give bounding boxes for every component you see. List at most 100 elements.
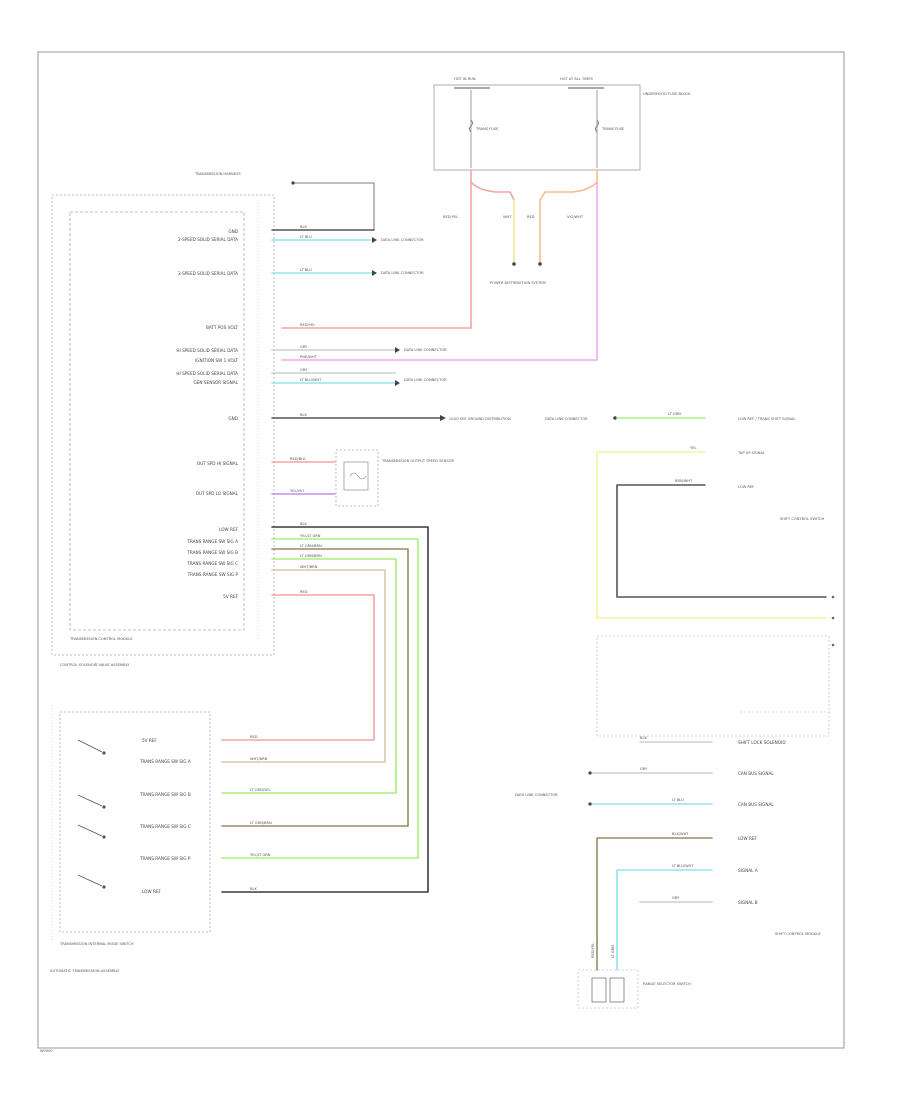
speed-sensor-label: TRANSMISSION OUTPUT SPEED SENSOR [381, 459, 454, 463]
tcm-pin-2: 3-SPEED SOLID SERIAL DATA [178, 271, 238, 276]
wire-red-yel: RED/YEL [443, 215, 458, 219]
right-data-conn-lower: DATA LINK CONNECTOR [515, 793, 558, 797]
tcm-pin-labels: GND 2-SPEED SOLID SERIAL DATA 3-SPEED SO… [176, 229, 238, 599]
wire-wht: WHT [503, 215, 512, 219]
right-pin-2-label: TAP UP SIGNAL [737, 451, 765, 455]
right-lower-pin-3: LOW REF [738, 836, 758, 841]
switch-pin-0: 5V REF [142, 738, 157, 743]
right-pin-3-label: LOW REF [738, 485, 754, 489]
data-conn-label-0: DATA LINK CONNECTOR [381, 238, 424, 242]
csv-assembly-name: CONTROL SOLENOID VALVE ASSEMBLY [60, 663, 130, 667]
right-lower-pins: SHIFT LOCK SOLENOID CAN BUS SIGNAL DATA … [515, 740, 786, 971]
right-lower-pin-2: CAN BUS SIGNAL [738, 802, 774, 807]
tcm-pin-14: TRANS RANGE SW SIG C [186, 561, 238, 566]
bottom-sensor-box [577, 969, 639, 1009]
trans-harness-label: TRANSMISSION HARNESS [194, 172, 241, 176]
tcm-wire-color-5: PNK/WHT [300, 355, 318, 359]
tcm-wire-color-4: GRY [300, 345, 308, 349]
right-wire-color-5: GRY [640, 767, 648, 771]
right-wire-color-7: BLK/WHT [672, 832, 689, 836]
right-lower-pin-4: SIGNAL A [738, 868, 758, 873]
right-data-conn-label: DATA LINK CONNECTOR [545, 417, 588, 421]
tcm-wire-color-labels: BLK LT BLU LT BLU RED/YEL GRY PNK/WHT GR… [290, 225, 322, 594]
switch-pin-1: TRANS RANGE SW SIG A [139, 759, 191, 764]
right-module-box [596, 635, 830, 737]
right-wire-color-6: LT BLU [672, 798, 684, 802]
ground-arrow [440, 415, 446, 421]
right-lower-pin-5: SIGNAL B [738, 900, 758, 905]
tcm-wire-color-6: GRY [300, 368, 308, 372]
switch-pin-4: TRANS RANGE SW SIG P [139, 856, 191, 861]
tcm-wire-color-13: LT GRN/BRN [300, 544, 322, 548]
switch-pin-2: TRANS RANGE SW SIG B [139, 792, 191, 797]
tcm-pin-10: OUT SPD LO SIGNAL [196, 491, 239, 496]
tcm-wire-color-2: LT BLU [300, 268, 312, 272]
right-wire-color-1: LT GRN [668, 412, 681, 416]
switch-contacts [77, 739, 106, 889]
tcm-wire-color-8: BLK [300, 413, 307, 417]
switch-wire-color-4: YEL/LT GRN [250, 853, 271, 857]
tcm-box [69, 211, 245, 631]
right-wire-color-4: BLK [640, 736, 647, 740]
tcm-pin-3: BATT POS VOLT [206, 325, 238, 330]
tcm-wire-color-0: BLK [300, 225, 307, 229]
fuse-right-title: HOT AT ALL TIMES [560, 77, 594, 81]
switch-wire-color-2: LT GRN/YEL [250, 788, 271, 792]
tcm-wire-color-3: RED/YEL [300, 323, 315, 327]
power-distribution-label: POWER DISTRIBUTION SYSTEM [490, 281, 546, 285]
speed-sensor-box [335, 449, 379, 507]
right-wire-color-3: BRN/WHT [675, 479, 693, 483]
fuse-block [433, 84, 641, 171]
tcm-name: TRANSMISSION CONTROL MODULE [69, 637, 133, 641]
tcm-wire-color-16: RED [300, 590, 308, 594]
switch-wire-color-0: RED [250, 735, 258, 739]
tcm-wire-color-1: LT BLU [300, 235, 312, 239]
csv-assembly-box [51, 194, 275, 656]
tcm-pin-12: TRANS RANGE SW SIG A [186, 539, 238, 544]
fuse-left-name: TRANS FUSE [475, 127, 499, 131]
tcm-wire-color-11: BLK [300, 522, 307, 526]
switch-assembly-name: TRANSMISSION INTERNAL MODE SWITCH [59, 942, 134, 946]
right-wire-color-2: YEL [690, 446, 696, 450]
tcm-pin-13: TRANS RANGE SW SIG B [186, 550, 238, 555]
bottom-module-label: SHIFT CONTROL MODULE [775, 932, 821, 936]
fuse-block-name: UNDERHOOD FUSE BLOCK [643, 92, 691, 96]
data-conn-label-2: DATA LINK CONNECTOR [404, 348, 447, 352]
tcm-wire-color-7: LT BLU/WHT [300, 378, 322, 382]
auto-trans-assembly-name: AUTOMATIC TRANSMISSION ASSEMBLY [50, 969, 120, 973]
switch-pin-5: LOW REF [142, 889, 162, 894]
switch-pin-labels: 5V REF TRANS RANGE SW SIG A TRANS RANGE … [139, 738, 191, 894]
fuse-left-title: HOT IN RUN [454, 77, 476, 81]
tcm-wire-color-14: LT GRN/BRN [300, 554, 322, 558]
bottom-vert-2: LT GRN [611, 945, 615, 958]
ground-ref-label: G100 SEE GROUND DISTRIBUTION [449, 417, 511, 421]
tcm-wire-color-10: YEL/VIO [290, 489, 304, 493]
fuse-right-name: TRANS FUSE [601, 127, 625, 131]
tcm-pin-5: IGNITION SW 1 VOLT [195, 358, 238, 363]
switch-assembly-box [59, 711, 211, 933]
tcm-pin-16: 5V REF [223, 594, 238, 599]
wire-red: RED [527, 215, 535, 219]
tcm-pin-7: GEN SENSOR SIGNAL [194, 380, 239, 385]
tcm-pin-4: HI SPEED SOLID SERIAL DATA [176, 348, 238, 353]
right-pin-1-label: LOW REF / TRANS SHIFT SIGNAL [738, 417, 796, 421]
diagram-frame [37, 51, 845, 1049]
switch-wire-color-1: WHT/BRN [250, 757, 268, 761]
bottom-vert-1: RED/YEL [591, 943, 595, 958]
right-wire-color-9: GRY [672, 896, 680, 900]
switch-pin-3: TRANS RANGE SW SIG C [139, 824, 191, 829]
data-conn-label-3: DATA LINK CONNECTOR [404, 378, 447, 382]
right-lower-pin-1: CAN BUS SIGNAL [738, 771, 774, 776]
right-module-label: SHIFT CONTROL SWITCH [780, 517, 824, 521]
data-conn-label-1: DATA LINK CONNECTOR [381, 271, 424, 275]
right-lower-pin-0: SHIFT LOCK SOLENOID [738, 740, 786, 745]
switch-wire-color-labels: RED WHT/BRN LT GRN/YEL LT GRN/BRN YEL/LT… [250, 735, 272, 891]
right-lower-wire-colors: BLK GRY LT BLU BLK/WHT LT BLU/WHT GRY [640, 736, 694, 900]
tcm-wire-color-12: YEL/LT GRN [300, 534, 321, 538]
figure-code: W0000 [40, 1049, 53, 1053]
switch-wire-color-3: LT GRN/BRN [250, 821, 272, 825]
bottom-sensor-label: RANGE SELECTOR SWITCH [643, 982, 691, 986]
tcm-wire-color-15: WHT/BRN [300, 565, 318, 569]
wire-vio-wht: VIO/WHT [567, 215, 584, 219]
